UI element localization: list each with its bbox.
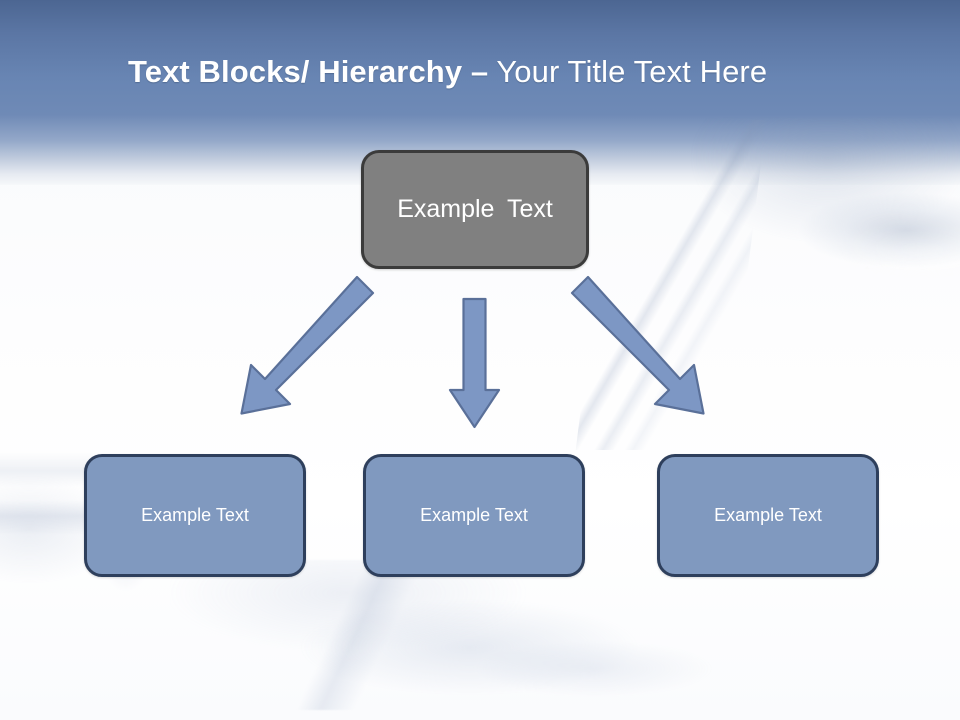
- hierarchy-child-node-2-label: Example Text: [420, 505, 528, 525]
- hierarchy-child-node-3-label: Example Text: [714, 505, 822, 525]
- hierarchy-child-node-2[interactable]: Example Text: [363, 454, 585, 577]
- hierarchy-child-node-1-label: Example Text: [141, 505, 249, 525]
- hierarchy-parent-node[interactable]: Example Text: [361, 150, 589, 269]
- slide-title: Text Blocks/ Hierarchy – Your Title Text…: [128, 52, 908, 92]
- hierarchy-child-node-3[interactable]: Example Text: [657, 454, 879, 577]
- hierarchy-parent-node-label: Example Text: [397, 195, 553, 223]
- hierarchy-child-node-1[interactable]: Example Text: [84, 454, 306, 577]
- slide-title-strong: Text Blocks/ Hierarchy –: [128, 54, 489, 89]
- slide-title-light: Your Title Text Here: [488, 54, 768, 89]
